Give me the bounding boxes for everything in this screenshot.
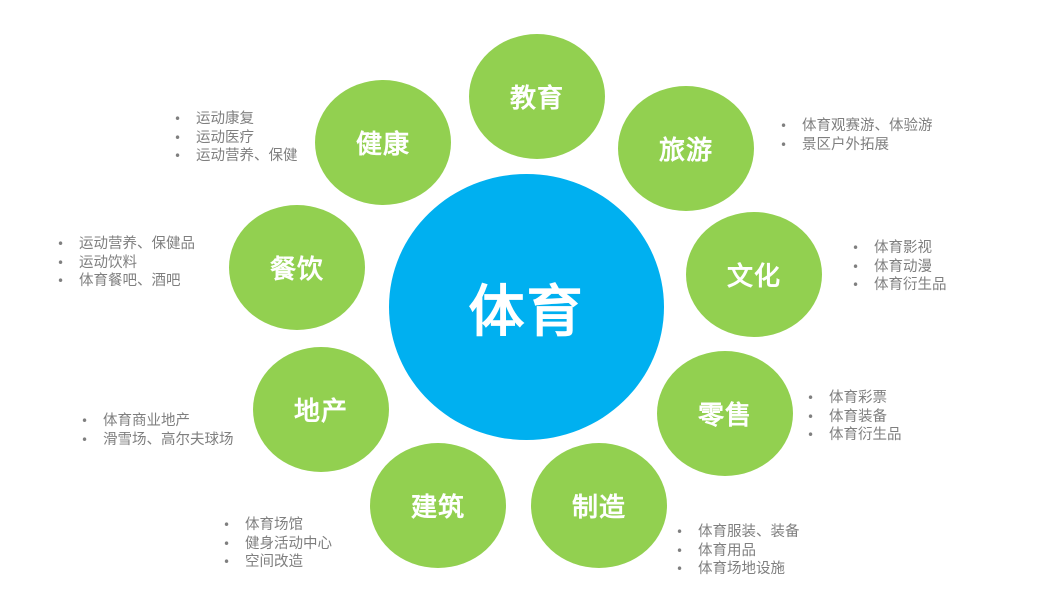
bullet-item: 运动营养、保健品	[55, 235, 195, 254]
node-construction: 建筑	[370, 443, 506, 568]
bullet-item: 空间改造	[221, 553, 332, 572]
node-retail: 零售	[657, 351, 793, 476]
node-education: 教育	[469, 34, 605, 159]
node-label: 建筑	[410, 493, 465, 523]
bullet-item: 滑雪场、高尔夫球场	[79, 431, 234, 450]
bullet-item: 运动饮料	[55, 254, 195, 273]
bullet-item: 体育服装、装备	[674, 523, 800, 542]
tourism-bullets: 体育观赛游、体验游 景区户外拓展	[778, 117, 933, 154]
bullet-item: 体育观赛游、体验游	[778, 117, 933, 136]
bullet-item: 体育影视	[850, 239, 947, 258]
bullet-item: 体育装备	[805, 408, 902, 427]
bullet-item: 体育动漫	[850, 258, 947, 277]
bullet-item: 体育场地设施	[674, 560, 800, 579]
real-estate-bullets: 体育商业地产 滑雪场、高尔夫球场	[79, 412, 234, 449]
bullet-item: 体育用品	[674, 542, 800, 561]
catering-bullets: 运动营养、保健品 运动饮料 体育餐吧、酒吧	[55, 235, 195, 291]
node-culture: 文化	[686, 212, 822, 337]
manufacturing-bullets: 体育服装、装备 体育用品 体育场地设施	[674, 523, 800, 579]
bullet-item: 体育衍生品	[850, 276, 947, 295]
center-node-sports: 体育	[389, 174, 664, 440]
health-bullets: 运动康复 运动医疗 运动营养、保健	[172, 110, 298, 166]
node-label: 健康	[355, 130, 410, 160]
node-label: 餐饮	[269, 255, 324, 285]
bullet-item: 运动医疗	[172, 129, 298, 148]
node-label: 文化	[726, 262, 781, 292]
node-label: 教育	[509, 84, 564, 114]
node-label: 制造	[571, 493, 626, 523]
center-label: 体育	[468, 279, 585, 345]
node-health: 健康	[315, 80, 451, 205]
culture-bullets: 体育影视 体育动漫 体育衍生品	[850, 239, 947, 295]
node-tourism: 旅游	[618, 86, 754, 211]
node-label: 旅游	[658, 136, 713, 166]
bullet-item: 景区户外拓展	[778, 136, 933, 155]
bullet-item: 体育彩票	[805, 389, 902, 408]
bullet-item: 健身活动中心	[221, 535, 332, 554]
bullet-item: 体育衍生品	[805, 426, 902, 445]
node-label: 地产	[293, 397, 348, 427]
node-real-estate: 地产	[253, 347, 389, 472]
construction-bullets: 体育场馆 健身活动中心 空间改造	[221, 516, 332, 572]
retail-bullets: 体育彩票 体育装备 体育衍生品	[805, 389, 902, 445]
bullet-item: 体育商业地产	[79, 412, 234, 431]
node-manufacturing: 制造	[531, 443, 667, 568]
node-label: 零售	[697, 401, 752, 431]
bullet-item: 体育场馆	[221, 516, 332, 535]
bullet-item: 运动康复	[172, 110, 298, 129]
bullet-item: 运动营养、保健	[172, 147, 298, 166]
node-catering: 餐饮	[229, 205, 365, 330]
bullet-item: 体育餐吧、酒吧	[55, 272, 195, 291]
